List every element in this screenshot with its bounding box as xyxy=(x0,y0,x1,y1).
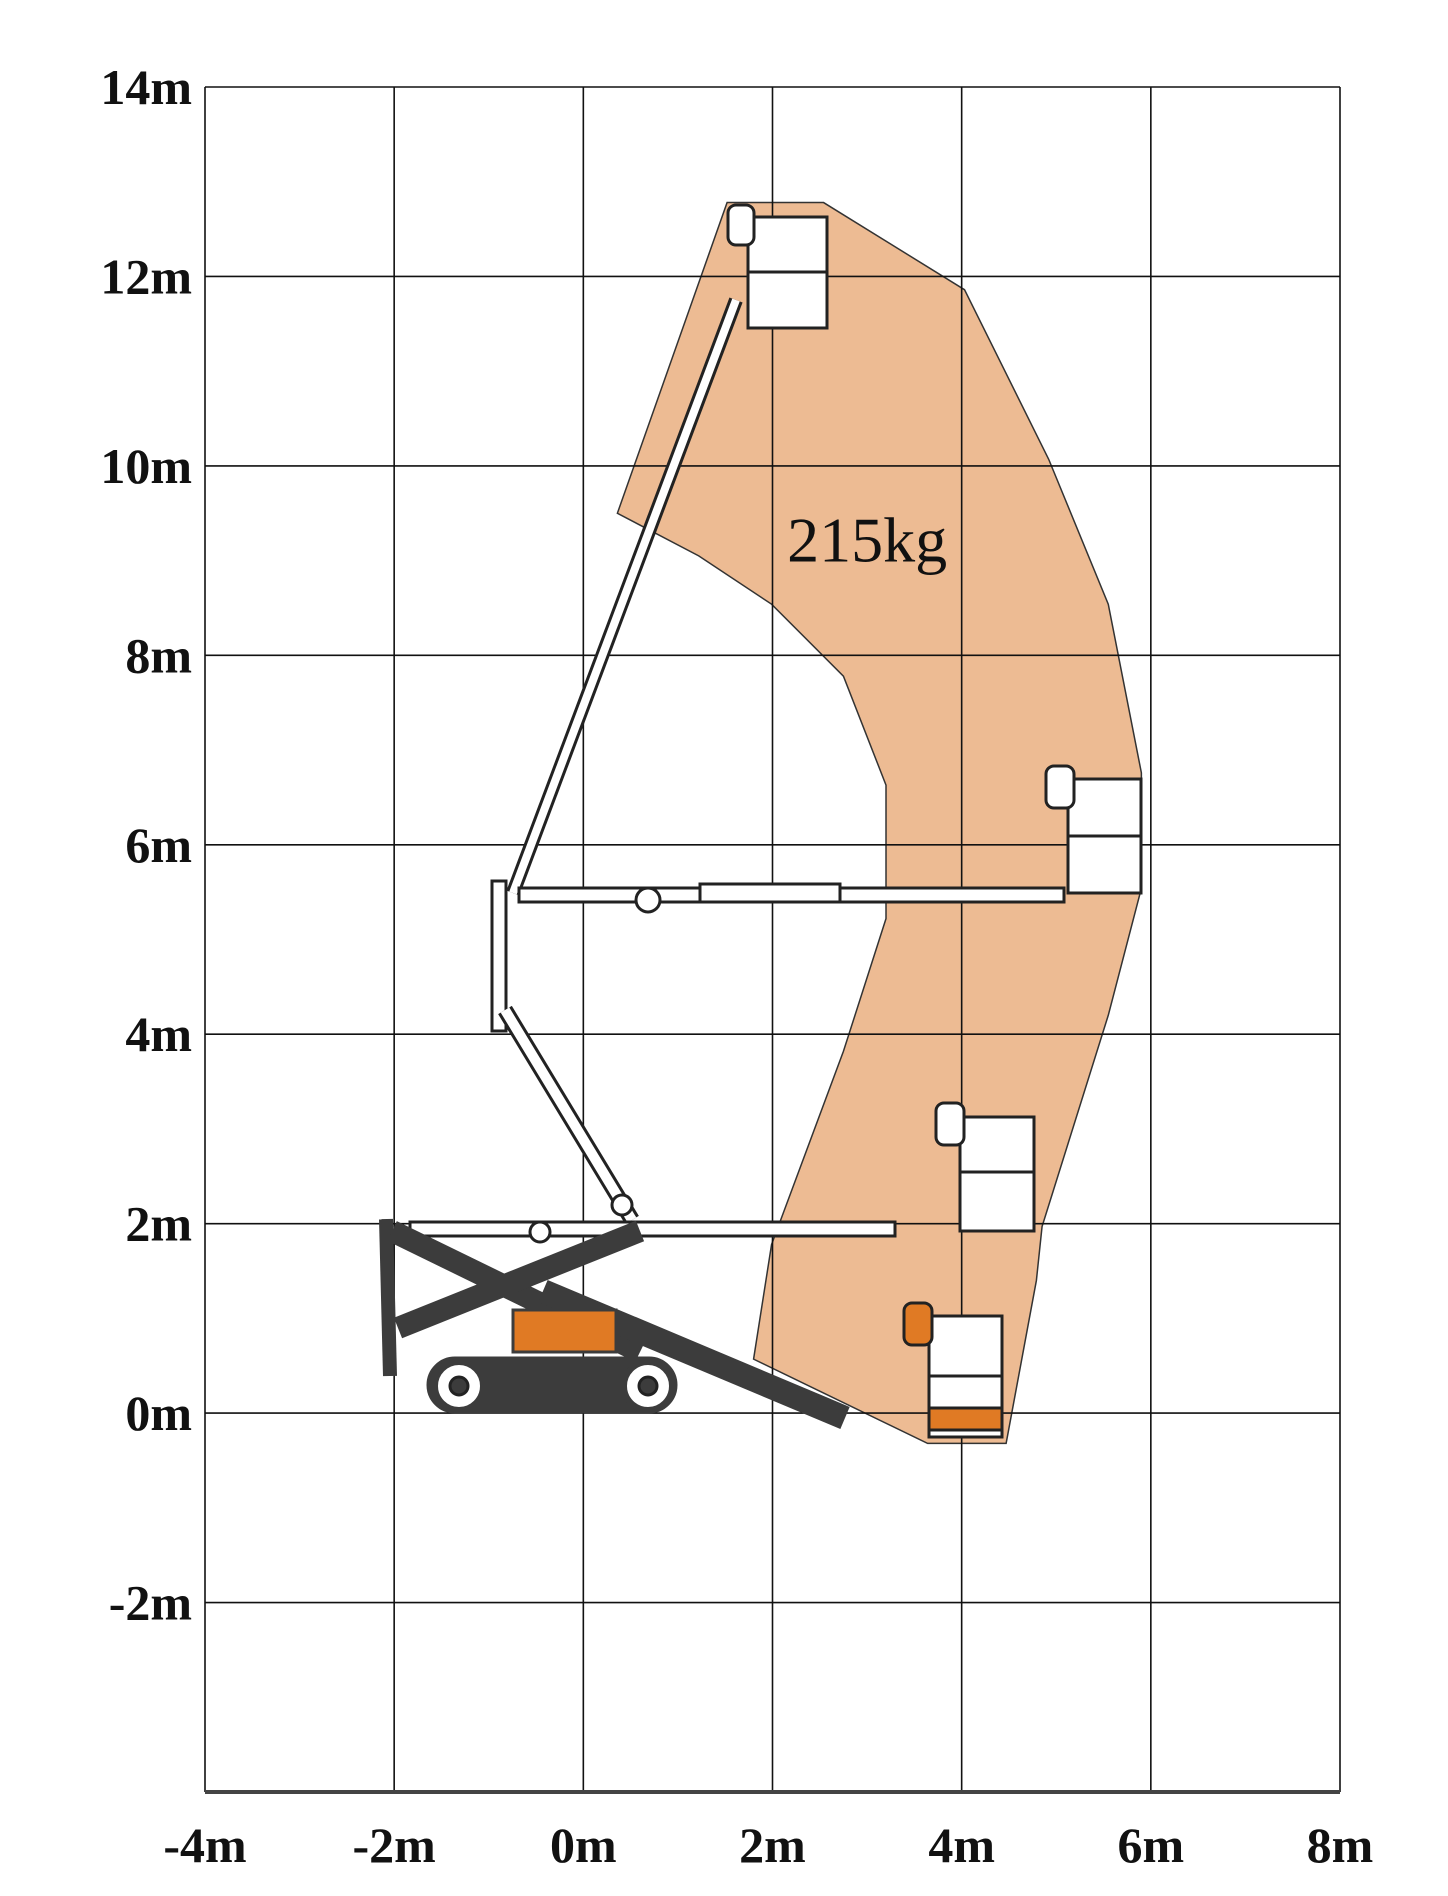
x-tick-label: 8m xyxy=(1307,1817,1374,1873)
y-tick-label: 4m xyxy=(125,1006,192,1062)
y-tick-label: 8m xyxy=(125,627,192,683)
y-tick-label: 12m xyxy=(100,248,192,304)
x-tick-label: 0m xyxy=(550,1817,617,1873)
x-tick-label: 6m xyxy=(1118,1817,1185,1873)
boom-position-max-outreach xyxy=(517,764,1143,914)
y-tick-label: 10m xyxy=(100,438,192,494)
x-tick-label: 2m xyxy=(739,1817,806,1873)
capacity-annotation: 215kg xyxy=(787,505,947,576)
riser-boom xyxy=(490,879,639,1225)
chassis xyxy=(379,1218,850,1430)
y-tick-label: 0m xyxy=(125,1385,192,1441)
x-tick-label: -4m xyxy=(163,1817,246,1873)
boom-position-max-height xyxy=(506,203,829,896)
y-tick-label: -2m xyxy=(109,1575,192,1631)
y-tick-label: 2m xyxy=(125,1196,192,1252)
y-tick-label: 14m xyxy=(100,59,192,115)
x-tick-label: -2m xyxy=(353,1817,436,1873)
counterweight-orange xyxy=(511,1308,618,1354)
aerial-lift-machine xyxy=(379,203,1143,1439)
x-tick-label: 4m xyxy=(928,1817,995,1873)
boom-position-below-ground xyxy=(902,1301,1004,1439)
platform-basket xyxy=(958,1115,1036,1233)
boom-position-low-outreach xyxy=(408,1101,1036,1244)
y-tick-label: 6m xyxy=(125,817,192,873)
